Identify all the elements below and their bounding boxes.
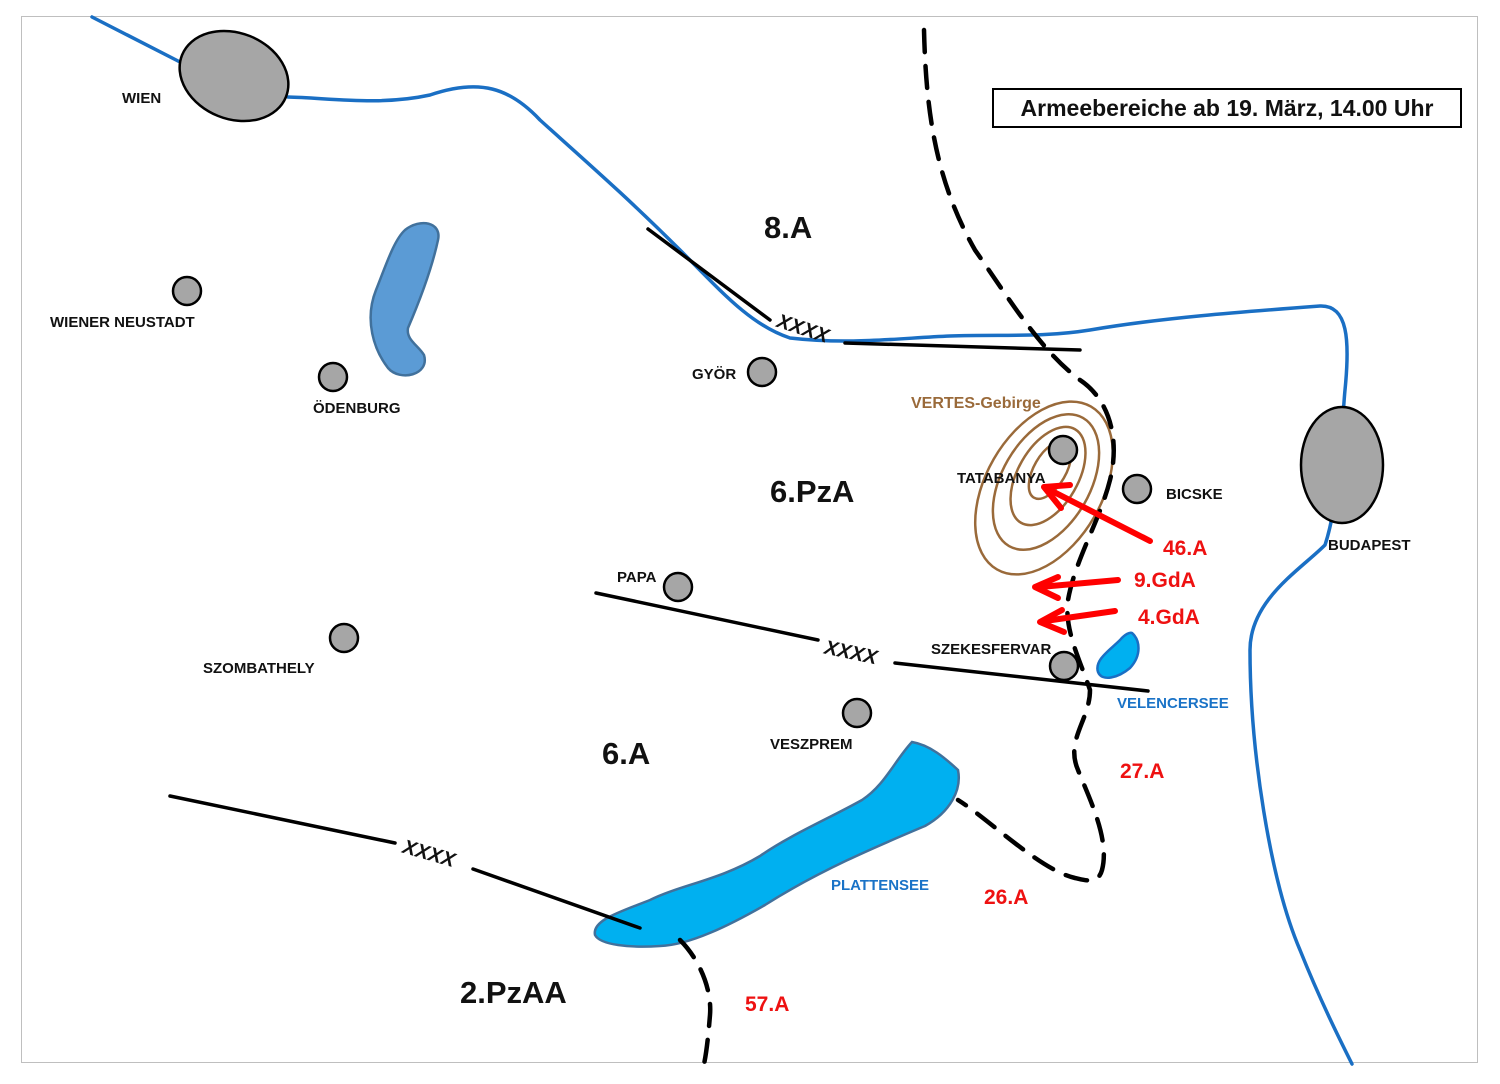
balaton-lake xyxy=(593,740,960,948)
army-boundaries xyxy=(168,227,1150,930)
label-army-8a: 8.A xyxy=(764,210,813,245)
label-soviet-27a: 27.A xyxy=(1120,760,1165,783)
tatabanya-marker xyxy=(1047,434,1079,466)
wiener-neustadt-marker xyxy=(171,275,203,307)
label-army-2pzaa: 2.PzAA xyxy=(460,975,567,1010)
label-balaton-lake: PLATTENSEE xyxy=(831,877,930,894)
soviet-attack-arrows xyxy=(1032,482,1153,635)
label-veszprem: VESZPREM xyxy=(770,736,853,753)
label-gyor: GYÖR xyxy=(692,366,737,383)
szombathely-marker xyxy=(328,622,360,654)
label-papa: PAPA xyxy=(617,569,657,586)
danube-river xyxy=(90,15,1354,1066)
vertes-mountain-contours xyxy=(973,400,1115,576)
label-szombathely: SZOMBATHELY xyxy=(203,660,315,677)
label-army-6a: 6.A xyxy=(602,736,651,771)
label-tatabanya: TATABANYA xyxy=(957,470,1046,487)
gyor-marker xyxy=(746,356,778,388)
label-army-6pza: 6.PzA xyxy=(770,474,855,509)
label-wiener-neustadt: WIENER NEUSTADT xyxy=(50,314,195,331)
label-vertes-mountains: VERTES-Gebirge xyxy=(911,395,1041,412)
szekesfervar-marker xyxy=(1048,650,1080,682)
veszprem-marker xyxy=(841,697,873,729)
label-soviet-9gda: 9.GdA xyxy=(1134,569,1196,592)
wien-city-marker xyxy=(178,29,290,123)
budapest-city-marker xyxy=(1299,405,1385,525)
label-odenburg: ÖDENBURG xyxy=(313,400,401,417)
papa-marker xyxy=(662,571,694,603)
label-wien: WIEN xyxy=(122,90,162,107)
label-soviet-4gda: 4.GdA xyxy=(1138,606,1200,629)
bicske-marker xyxy=(1121,473,1153,505)
map-frame xyxy=(21,16,1478,1063)
neusiedler-lake xyxy=(369,221,440,377)
label-velence-lake: VELENCERSEE xyxy=(1117,695,1229,712)
label-soviet-26a: 26.A xyxy=(984,886,1029,909)
velence-lake xyxy=(1096,631,1140,680)
label-szekesfervar: SZEKESFERVAR xyxy=(931,641,1052,658)
label-bicske: BICSKE xyxy=(1166,486,1223,503)
map-title-box: Armeebereiche ab 19. März, 14.00 Uhr xyxy=(992,88,1462,128)
front-lines xyxy=(677,27,1116,1067)
label-soviet-46a: 46.A xyxy=(1163,537,1208,560)
odenburg-marker xyxy=(317,361,349,393)
map-title: Armeebereiche ab 19. März, 14.00 Uhr xyxy=(1020,94,1434,121)
label-budapest: BUDAPEST xyxy=(1328,537,1411,554)
label-soviet-57a: 57.A xyxy=(745,993,790,1016)
